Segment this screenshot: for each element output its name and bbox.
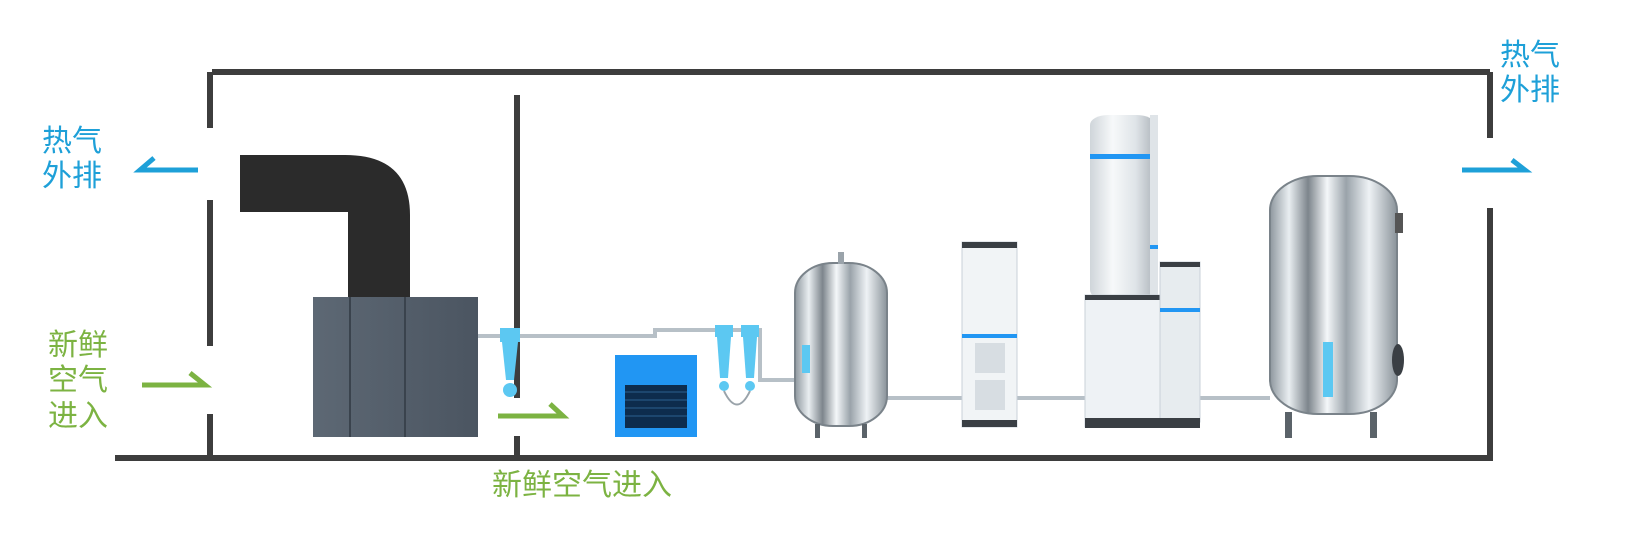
hot-exhaust-right-line-1: 热气 xyxy=(1500,38,1560,73)
fresh-air-left-line-1: 新鲜 xyxy=(48,328,108,363)
hot-exhaust-right-line-2: 外排 xyxy=(1500,73,1560,109)
fresh-air-bottom-arrow xyxy=(498,402,570,419)
hot-exhaust-right-label: 热气 外排 xyxy=(1500,38,1560,109)
hot-exhaust-right-arrow xyxy=(1462,158,1533,173)
air-receiver-tank xyxy=(794,252,888,438)
room-walls xyxy=(115,69,1493,461)
hot-exhaust-left-line-2: 外排 xyxy=(42,159,102,195)
hot-exhaust-left-arrow xyxy=(133,156,198,173)
fresh-air-left-line-2: 空气 xyxy=(48,363,108,399)
fresh-air-left-label: 新鲜 空气 进入 xyxy=(48,328,108,434)
hot-exhaust-left-label: 热气 外排 xyxy=(42,124,102,195)
inline-filter xyxy=(500,328,520,397)
air-compressor xyxy=(313,297,478,437)
precision-filters xyxy=(715,325,759,406)
adsorption-dryer xyxy=(961,241,1018,428)
fresh-air-left-line-3: 进入 xyxy=(48,398,108,434)
product-storage-tank xyxy=(1269,175,1404,438)
exhaust-duct xyxy=(240,155,410,298)
refrigerated-dryer xyxy=(615,355,697,437)
fresh-air-left-arrow xyxy=(142,371,213,388)
hot-exhaust-left-line-1: 热气 xyxy=(42,124,102,159)
generator-tower xyxy=(1084,115,1201,428)
fresh-air-bottom-label: 新鲜空气进入 xyxy=(492,468,672,503)
